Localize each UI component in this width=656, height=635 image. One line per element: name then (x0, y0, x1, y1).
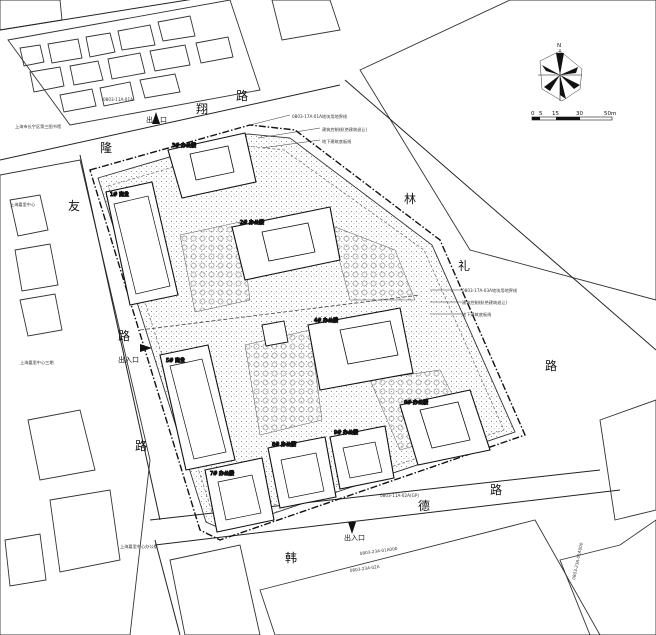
building-label-b6: 6# 办公楼 (404, 399, 428, 406)
neighbor-note-nw: 上海市长宁区第三图书馆 (15, 123, 61, 130)
building-b8: 8# 办公楼 (267, 436, 337, 509)
road-name-south-c: 韩 (285, 550, 297, 565)
plot-code-site-south: 0803-11A-02A(GP) (380, 493, 419, 498)
road-name-east-b: 礼 (458, 258, 470, 273)
scale-tick-0: 0 (531, 111, 535, 117)
road-name-south-b: 路 (490, 482, 502, 497)
entrance-south-label: 出入口 (344, 533, 365, 542)
building-b9: 9# 办公楼 (329, 425, 395, 490)
entrance-west-arrow (140, 344, 152, 352)
north-arrow-label: N (557, 43, 561, 49)
kiosk (261, 320, 289, 347)
scale-tick-4: 50m (604, 111, 616, 117)
scale-tick-1: 5 (539, 111, 543, 117)
road-name-west-c: 路 (135, 438, 147, 453)
building-b4: 4# 办公楼 (307, 307, 414, 391)
plot-code-south-b: 0803-23A-02A (349, 564, 380, 573)
building-label-b4: 4# 办公楼 (314, 317, 338, 324)
building-b3: 1# 商业 (105, 181, 179, 306)
scale-tick-3: 30 (576, 111, 583, 117)
neighbor-note-w1: 上海嘉里中心 (10, 201, 36, 208)
road-name-east-c: 路 (545, 358, 557, 373)
legend-north-line1: 0803-17A-01A地块用地界线 (292, 113, 348, 120)
road-name-west-b: 路 (118, 328, 130, 343)
road-name-south-a: 德 (418, 498, 430, 513)
building-label-b8: 8# 办公楼 (272, 441, 296, 448)
building-label-b1: 3# 办公楼 (172, 142, 196, 149)
road-name-north-a: 隆 (100, 140, 112, 155)
plot-code-north: 0803-11A-01A (103, 97, 133, 102)
landscape-areas (179, 221, 471, 451)
legend-east-line3: 地下建筑底板线 (462, 311, 492, 318)
building-label-b5: 5# 商业 (166, 357, 185, 364)
entrance-west-label: 出入口 (118, 355, 139, 364)
buildings: 3# 办公楼 2# 办公楼 1# 商业 4# 办公楼 5# 商业 6# 办公楼 (105, 132, 491, 533)
building-b6: 6# 办公楼 (399, 389, 491, 466)
entrance-north-arrow (152, 112, 160, 124)
entrance-north-label: 出入口 (146, 115, 167, 124)
entrance-south-arrow (348, 522, 356, 534)
building-b2: 2# 办公楼 (231, 206, 341, 281)
legend-east: 0803-17A-03A地块用地界线 建筑控制线(绝建筑退让) 地下建筑底板线 (430, 287, 518, 318)
entrances: 出入口 出入口 出入口 (118, 112, 365, 542)
road-name-east-a: 林 (404, 192, 416, 206)
scale-tick-2: 15 (552, 111, 559, 117)
building-label-b2: 2# 办公楼 (240, 219, 264, 226)
legend-north: 0803-17A-01A地块用地界线 建筑控制线(绝建筑退让) 地下建筑底板线 (249, 113, 368, 149)
road-names: 隆 翔 路 友 路 路 林 礼 路 德 路 韩 (68, 88, 557, 565)
neighbor-note-sw: 上海嘉里中心办公楼 (120, 543, 158, 550)
scale-bar: 0 5 15 30 50m (531, 111, 616, 121)
neighbor-note-w2: 上海嘉里中心三期 (20, 359, 54, 366)
legend-east-line1: 0803-17A-03A地块用地界线 (462, 287, 518, 294)
north-arrow: N (538, 43, 583, 102)
building-b5: 5# 商业 (159, 344, 236, 471)
building-label-b3: 1# 商业 (110, 191, 129, 198)
road-name-north-b: 翔 (196, 102, 208, 116)
building-b7: 7# 办公楼 (204, 457, 275, 533)
road-name-west-a: 友 (68, 199, 80, 213)
plot-code-south-a: 0803-23A-01A000 (359, 546, 398, 556)
building-b1: 3# 办公楼 (167, 132, 257, 199)
building-label-b7: 7# 办公楼 (210, 470, 234, 477)
legend-north-line2: 建筑控制线(绝建筑退让) (322, 126, 368, 133)
building-label-b9: 9# 办公楼 (334, 429, 358, 436)
legend-north-line3: 地下建筑底板线 (322, 138, 352, 145)
road-name-north-c: 路 (236, 88, 248, 103)
internal-axis (139, 294, 421, 331)
legend-east-line2: 建筑控制线(绝建筑退让) (462, 299, 508, 306)
neighbor-notes: 上海市长宁区第三图书馆 上海嘉里中心 上海嘉里中心三期 上海嘉里中心办公楼 (10, 123, 158, 550)
